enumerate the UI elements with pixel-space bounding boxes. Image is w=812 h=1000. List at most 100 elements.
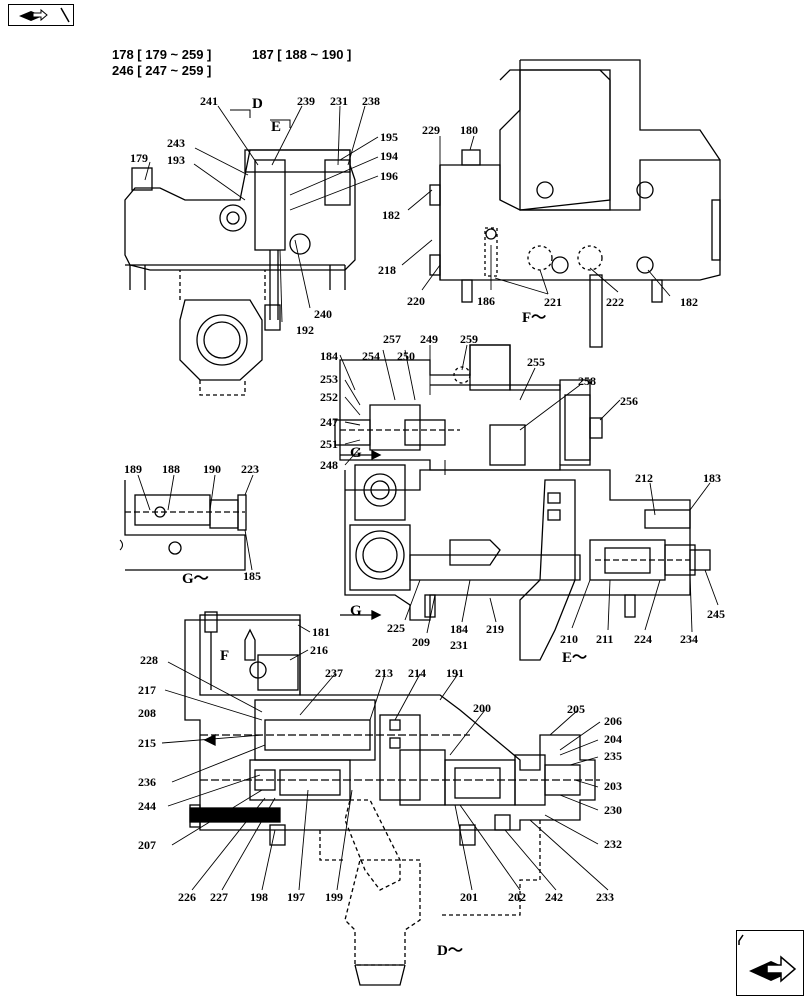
part-label-207: 207 xyxy=(138,838,156,852)
prev-page-button[interactable] xyxy=(8,4,74,26)
part-label-237: 237 xyxy=(325,666,343,680)
view-letter-f-lower: F xyxy=(220,648,229,664)
part-label-240: 240 xyxy=(314,307,332,321)
part-label-192: 192 xyxy=(296,323,314,337)
part-label-196: 196 xyxy=(380,169,398,183)
part-label-251: 251 xyxy=(320,437,338,451)
part-label-221: 221 xyxy=(544,295,562,309)
next-page-button[interactable] xyxy=(736,930,804,996)
part-label-259: 259 xyxy=(460,332,478,346)
part-label-182-top: 182 xyxy=(382,208,400,222)
part-label-224: 224 xyxy=(634,632,652,646)
part-label-220: 220 xyxy=(407,294,425,308)
part-label-235: 235 xyxy=(604,749,622,763)
part-label-222: 222 xyxy=(606,295,624,309)
part-label-206: 206 xyxy=(604,714,622,728)
part-label-182-right: 182 xyxy=(680,295,698,309)
part-label-218: 218 xyxy=(378,263,396,277)
part-label-250: 250 xyxy=(397,349,415,363)
part-label-257: 257 xyxy=(383,332,401,346)
part-label-216: 216 xyxy=(310,643,328,657)
part-label-213: 213 xyxy=(375,666,393,680)
group-ref-1a: 178 [ 179 ~ 259 ] xyxy=(112,47,212,62)
group-ref-1b: 187 [ 188 ~ 190 ] xyxy=(252,47,352,62)
part-label-215: 215 xyxy=(138,736,156,750)
part-label-248: 248 xyxy=(320,458,338,472)
part-label-233: 233 xyxy=(596,890,614,904)
part-label-181: 181 xyxy=(312,625,330,639)
part-label-194: 194 xyxy=(380,149,398,163)
part-label-191: 191 xyxy=(446,666,464,680)
part-label-253: 253 xyxy=(320,372,338,386)
part-label-247: 247 xyxy=(320,415,338,429)
part-label-198: 198 xyxy=(250,890,268,904)
group-ref-2: 246 [ 247 ~ 259 ] xyxy=(112,63,212,78)
book-arrow-right-icon xyxy=(738,934,797,983)
part-label-183: 183 xyxy=(703,471,721,485)
middle-view-drawing xyxy=(334,344,711,661)
view-letter-g-upper: G xyxy=(350,445,362,461)
part-label-242: 242 xyxy=(545,890,563,904)
part-label-238: 238 xyxy=(362,94,380,108)
part-label-200: 200 xyxy=(473,701,491,715)
view-label-e: E～ xyxy=(562,650,587,666)
part-label-249: 249 xyxy=(420,332,438,346)
part-label-223: 223 xyxy=(241,462,259,476)
view-label-g: G～ xyxy=(182,571,209,587)
part-label-226: 226 xyxy=(178,890,196,904)
part-label-208: 208 xyxy=(138,706,156,720)
part-label-179: 179 xyxy=(130,151,148,165)
view-label-f: F～ xyxy=(522,310,546,326)
part-label-204: 204 xyxy=(604,732,622,746)
view-letter-e-top: E xyxy=(271,119,281,135)
part-label-217: 217 xyxy=(138,683,156,697)
part-label-227: 227 xyxy=(210,890,228,904)
bottom-view-drawing xyxy=(184,611,600,986)
top-right-view-drawing xyxy=(429,59,721,348)
part-label-180: 180 xyxy=(460,123,478,137)
part-label-229: 229 xyxy=(422,123,440,137)
part-label-231: 231 xyxy=(330,94,348,108)
part-label-212: 212 xyxy=(635,471,653,485)
view-letter-g-lower: G xyxy=(350,603,362,619)
view-label-d: D～ xyxy=(437,943,463,959)
part-label-186: 186 xyxy=(477,294,495,308)
part-label-209: 209 xyxy=(412,635,430,649)
part-label-214: 214 xyxy=(408,666,426,680)
part-label-241: 241 xyxy=(200,94,218,108)
part-label-231-lower: 231 xyxy=(450,638,468,652)
part-label-195: 195 xyxy=(380,130,398,144)
top-left-view-drawing xyxy=(124,109,356,396)
book-arrow-left-icon xyxy=(19,7,70,23)
g-view-drawing xyxy=(119,480,247,571)
part-label-244: 244 xyxy=(138,799,156,813)
part-label-219: 219 xyxy=(486,622,504,636)
part-label-236: 236 xyxy=(138,775,156,789)
part-label-184-lower: 184 xyxy=(450,622,468,636)
part-label-254: 254 xyxy=(362,349,380,363)
part-label-255: 255 xyxy=(527,355,545,369)
part-label-203: 203 xyxy=(604,779,622,793)
part-label-188: 188 xyxy=(162,462,180,476)
part-label-189: 189 xyxy=(124,462,142,476)
part-label-232: 232 xyxy=(604,837,622,851)
part-label-228: 228 xyxy=(140,653,158,667)
part-label-225: 225 xyxy=(387,621,405,635)
part-label-252: 252 xyxy=(320,390,338,404)
part-label-234: 234 xyxy=(680,632,698,646)
view-letter-d-top: D xyxy=(252,96,263,112)
part-label-245: 245 xyxy=(707,607,725,621)
part-label-202: 202 xyxy=(508,890,526,904)
part-label-243: 243 xyxy=(167,136,185,150)
part-label-239: 239 xyxy=(297,94,315,108)
part-label-190: 190 xyxy=(203,462,221,476)
part-label-197: 197 xyxy=(287,890,305,904)
part-label-193: 193 xyxy=(167,153,185,167)
part-label-210: 210 xyxy=(560,632,578,646)
part-label-201: 201 xyxy=(460,890,478,904)
part-label-211: 211 xyxy=(596,632,613,646)
part-label-258: 258 xyxy=(578,374,596,388)
part-label-185: 185 xyxy=(243,569,261,583)
part-label-184-upper: 184 xyxy=(320,349,338,363)
